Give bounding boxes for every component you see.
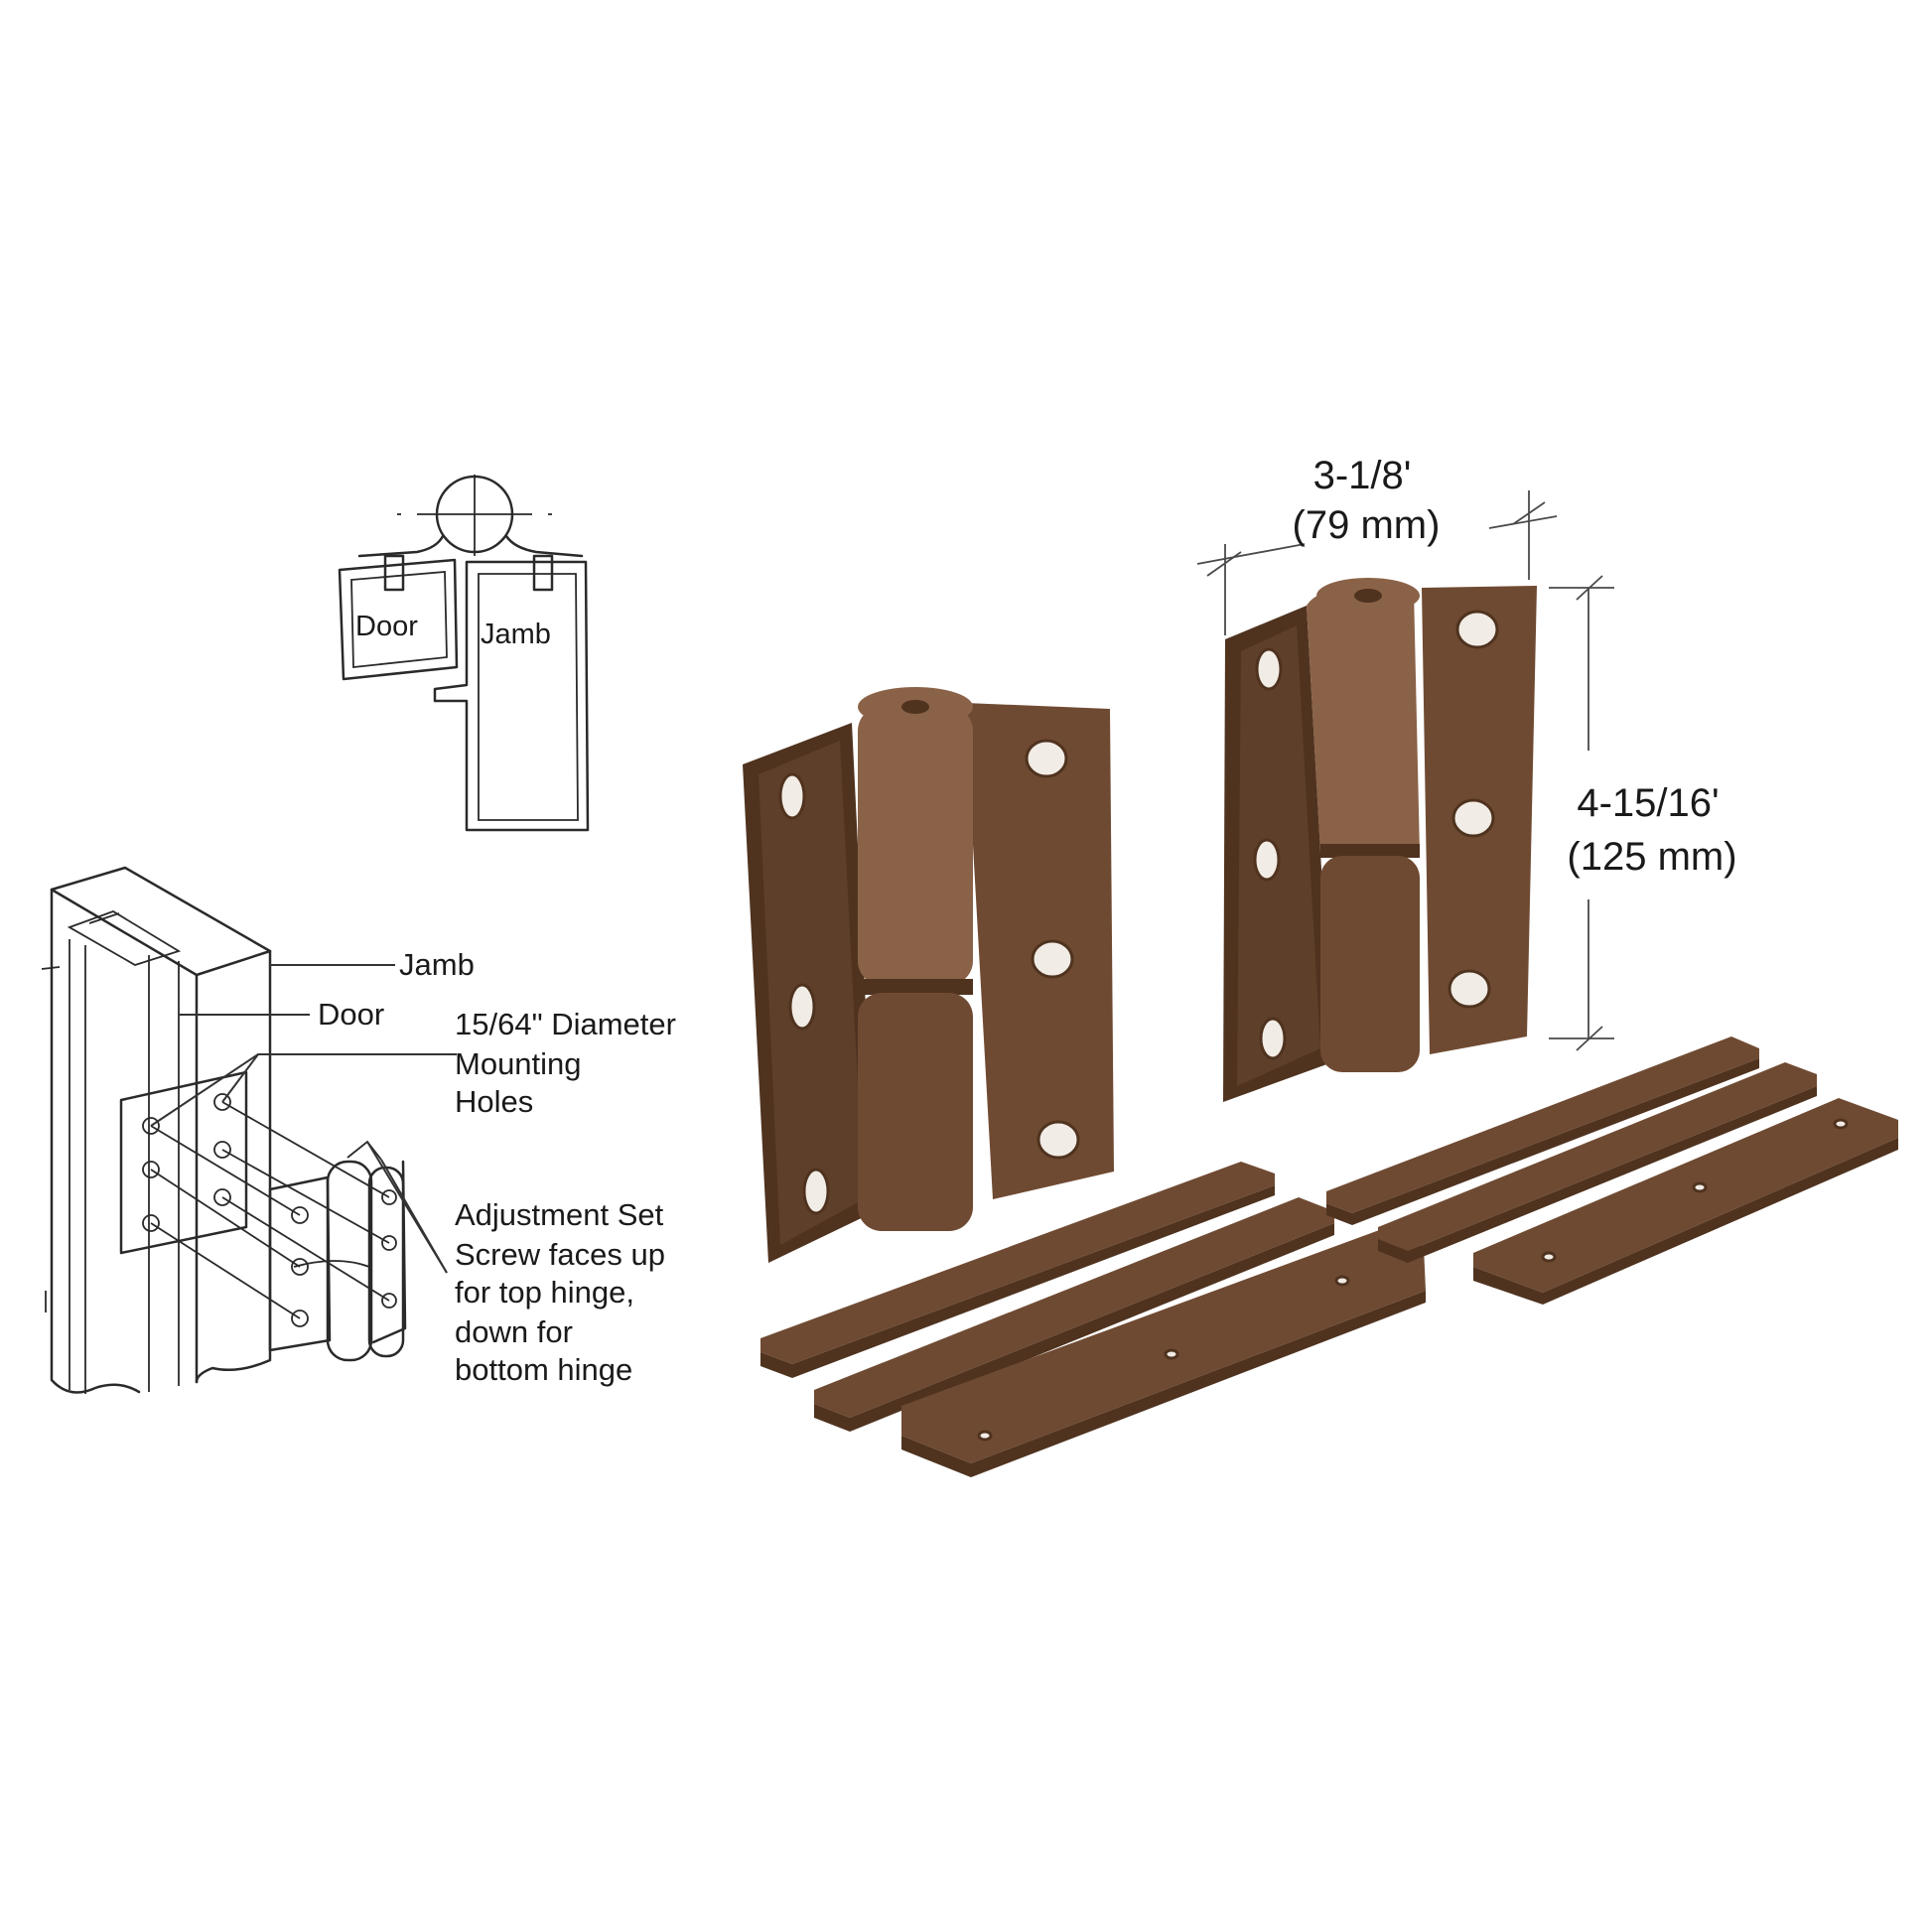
install-jamb-label: Jamb — [399, 947, 475, 982]
mounting-holes-line-3: Holes — [455, 1084, 533, 1119]
shim-left-1 — [760, 1162, 1275, 1364]
hinge-right — [1223, 578, 1537, 1102]
plan-door-label: Door — [355, 611, 418, 642]
hinge-right-pin-hole — [1354, 589, 1382, 603]
height-imperial-label: 4-15/16' — [1577, 781, 1719, 825]
plan-jamb-label: Jamb — [481, 619, 551, 650]
set-screw-line-3: for top hinge, — [455, 1275, 634, 1310]
plan-view-drawing: Door Jamb — [338, 475, 590, 832]
hinge-left-pin-hole — [901, 700, 929, 714]
hinge-left — [743, 687, 1114, 1263]
height-metric-label: (125 mm) — [1567, 835, 1736, 879]
hinge-left-barrel-upper — [858, 707, 973, 985]
shim-right-3 — [1473, 1098, 1898, 1293]
height-dimension-lines — [1549, 575, 1614, 1051]
width-dimension-lines — [1196, 490, 1558, 635]
install-leader-lines — [150, 964, 457, 1274]
hinge-right-barrel-lower — [1320, 856, 1420, 1072]
hinge-left-barrel-lower — [858, 993, 973, 1231]
set-screw-line-4: down for — [455, 1314, 573, 1349]
width-metric-label: (79 mm) — [1293, 503, 1441, 547]
shim-set-left — [760, 1162, 1426, 1477]
set-screw-line-2: Screw faces up — [455, 1237, 665, 1272]
set-screw-line-1: Adjustment Set — [455, 1197, 664, 1232]
hinge-right-holes — [1253, 610, 1499, 1060]
shim-left-3 — [901, 1229, 1426, 1463]
set-screw-note: Adjustment Set Screw faces up for top hi… — [455, 1197, 665, 1387]
mounting-holes-note: 15/64" Diameter Mounting Holes — [455, 1007, 676, 1119]
install-door-label: Door — [318, 997, 384, 1032]
set-screw-line-5: bottom hinge — [455, 1352, 632, 1387]
shim-set-right — [1326, 1036, 1898, 1305]
install-view-drawing — [41, 866, 407, 1394]
mounting-holes-line-1: 15/64" Diameter — [455, 1007, 676, 1041]
shim-right-2 — [1378, 1062, 1817, 1251]
mounting-holes-line-2: Mounting — [455, 1046, 582, 1081]
shim-left-2 — [814, 1197, 1334, 1418]
hinge-left-holes — [778, 739, 1080, 1215]
shim-right-1 — [1326, 1036, 1759, 1213]
width-imperial-label: 3-1/8' — [1313, 454, 1412, 497]
